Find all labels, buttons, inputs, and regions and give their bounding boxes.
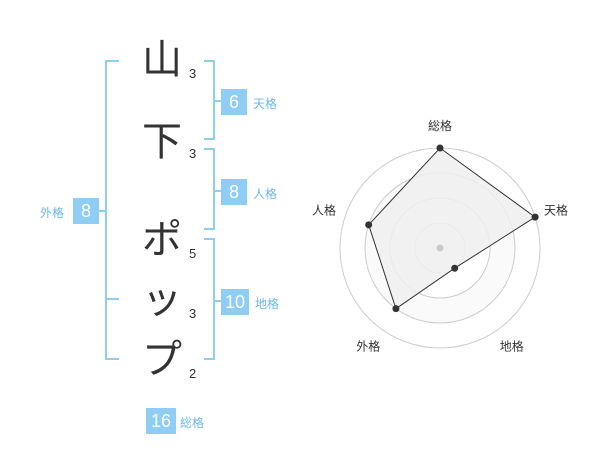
radar-point-1 bbox=[436, 144, 444, 152]
gaikaku-value: 8 bbox=[73, 198, 99, 224]
soukaku-label: 総格 bbox=[180, 416, 205, 430]
radar-data-polygon bbox=[368, 147, 536, 310]
name-char-1: 山 bbox=[142, 37, 182, 83]
stroke-count-4: 3 bbox=[189, 306, 197, 321]
gaikaku-label: 外格 bbox=[40, 206, 65, 220]
chikaku-label: 地格 bbox=[255, 297, 280, 311]
radar-point-4 bbox=[392, 305, 400, 313]
name-char-4: ッ bbox=[142, 277, 182, 323]
stroke-count-2: 3 bbox=[189, 146, 197, 161]
radar-axis-label-5: 人格 bbox=[312, 202, 336, 217]
radar-point-2 bbox=[531, 213, 539, 221]
jinkaku-value: 8 bbox=[221, 179, 247, 205]
radar-point-5 bbox=[365, 221, 373, 229]
name-char-2: 下 bbox=[142, 119, 182, 165]
name-char-5: プ bbox=[142, 337, 182, 383]
radar-axis-label-2: 天格 bbox=[544, 202, 568, 217]
jinkaku-label: 人格 bbox=[253, 187, 278, 201]
stroke-count-5: 2 bbox=[189, 366, 197, 381]
soukaku-value: 16 bbox=[146, 408, 176, 434]
radar-point-3 bbox=[451, 264, 459, 272]
radar-center-dot bbox=[436, 244, 444, 252]
radar-axis-label-3: 地格 bbox=[500, 339, 524, 354]
stroke-count-1: 3 bbox=[189, 66, 197, 81]
stroke-count-3: 5 bbox=[189, 246, 197, 261]
chikaku-value: 10 bbox=[221, 289, 249, 315]
radar-axis-label-1: 総格 bbox=[428, 118, 452, 133]
tenkaku-value: 6 bbox=[221, 89, 247, 115]
radar-axis-label-4: 外格 bbox=[356, 339, 380, 354]
name-char-3: ポ bbox=[142, 217, 182, 263]
tenkaku-label: 天格 bbox=[253, 97, 278, 111]
